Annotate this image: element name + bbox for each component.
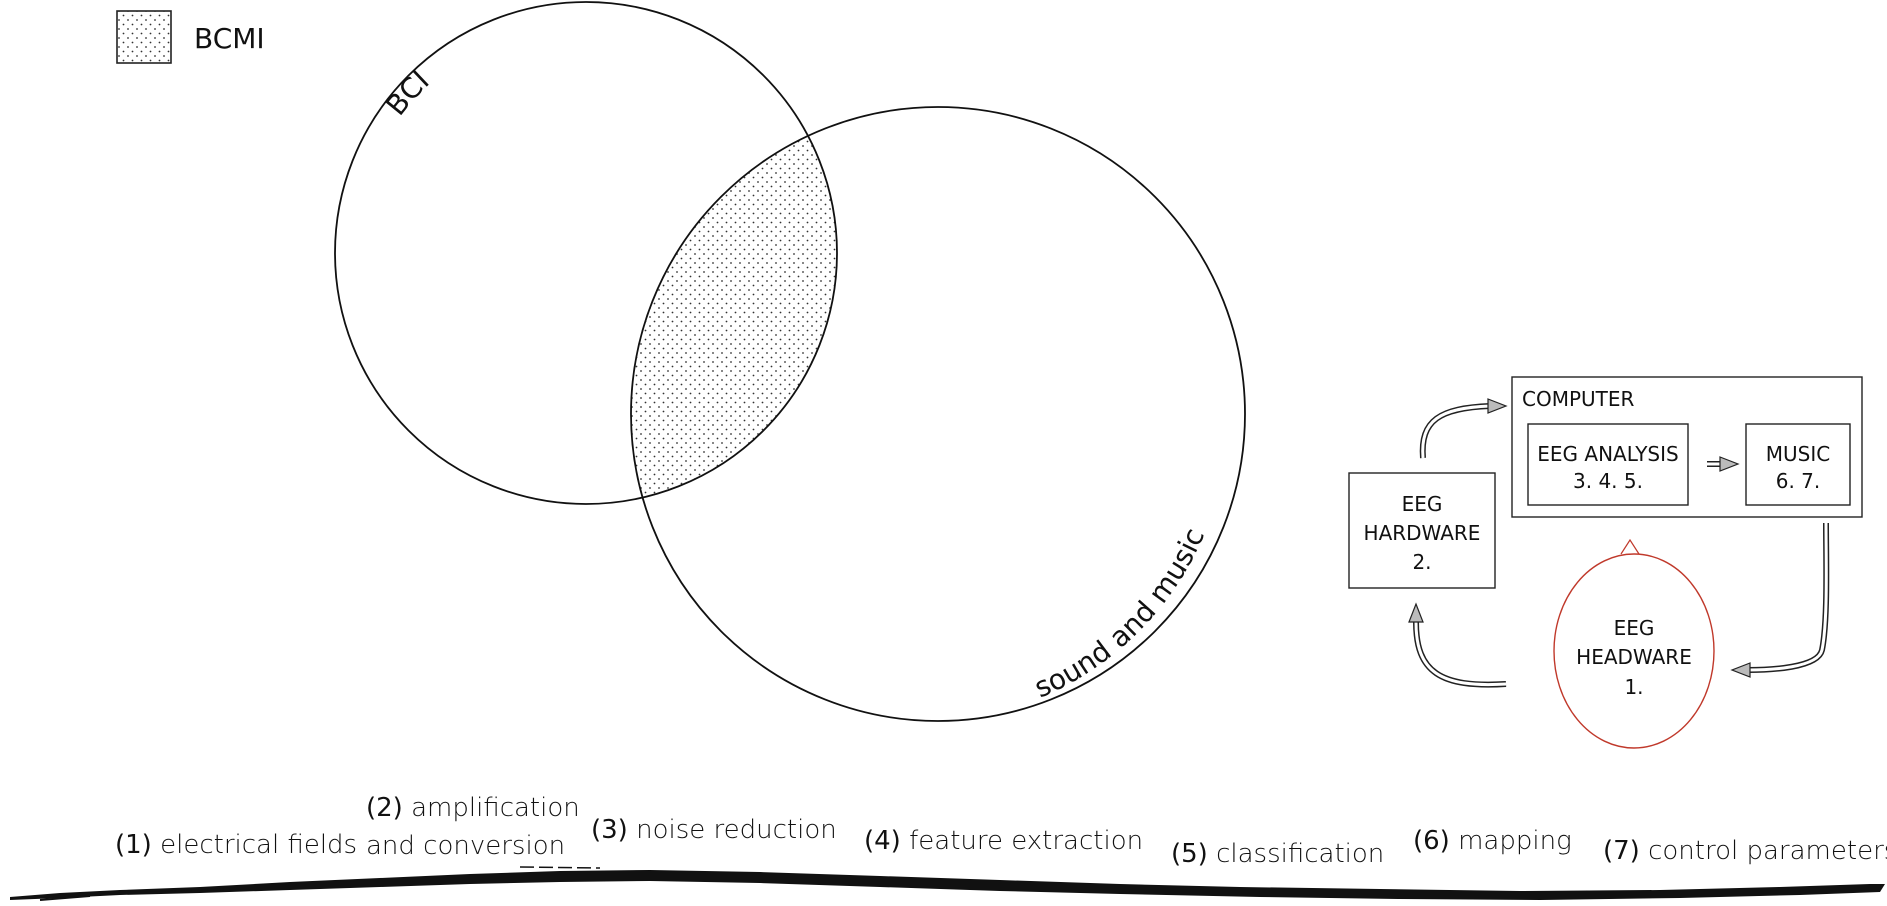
- step-2: (2) amplification and conversion: [366, 789, 580, 865]
- eeg-headware-line3: 1.: [1624, 675, 1643, 699]
- arrow-headware-to-hardware: [1408, 602, 1507, 688]
- step-4-number: (4): [864, 826, 901, 856]
- venn-intersection-fill: [631, 107, 837, 504]
- step-2-text-line2: and conversion: [366, 831, 566, 861]
- arrow-analysis-to-music: [1707, 456, 1740, 472]
- step-7-text: control parameters: [1648, 836, 1887, 866]
- step-6-number: (6): [1413, 826, 1450, 856]
- step-2-number: (2): [366, 793, 403, 823]
- step-4-text: feature extraction: [909, 826, 1144, 856]
- legend-label: BCMI: [194, 22, 265, 55]
- arrow-hardware-to-computer: [1419, 398, 1508, 459]
- venn-circle-bci: [334, 1, 838, 505]
- eeg-analysis-box: [1527, 423, 1689, 506]
- eeg-hardware-box: [1348, 472, 1496, 589]
- flow-diagram: COMPUTER EEG ANALYSIS 3. 4. 5. MUSIC 6. …: [1348, 376, 1863, 749]
- computer-title: COMPUTER: [1522, 387, 1635, 411]
- step-6-text: mapping: [1458, 826, 1572, 856]
- computer-box: [1511, 376, 1863, 518]
- step-7: (7) control parameters: [1603, 832, 1887, 870]
- legend: BCMI: [116, 10, 265, 64]
- step-2-text: amplification: [411, 793, 580, 823]
- eeg-analysis-label: EEG ANALYSIS: [1537, 442, 1678, 466]
- step-6: (6) mapping: [1413, 822, 1572, 860]
- step-7-number: (7): [1603, 836, 1640, 866]
- music-label: MUSIC: [1766, 442, 1830, 466]
- music-steps: 6. 7.: [1776, 469, 1821, 493]
- eeg-hardware-line2: HARDWARE: [1364, 521, 1481, 545]
- venn-circle-sound-and-music: [630, 106, 1246, 722]
- eeg-hardware-line3: 2.: [1412, 550, 1431, 574]
- step-3-number: (3): [591, 815, 628, 845]
- step-3-text: noise reduction: [636, 815, 837, 845]
- step-1: (1) electrical fields: [115, 826, 357, 864]
- step-5: (5) classification: [1171, 835, 1384, 873]
- step-4: (4) feature extraction: [864, 822, 1143, 860]
- timeline-brushstroke: [10, 866, 1885, 901]
- eeg-headware-line2: HEADWARE: [1576, 645, 1692, 669]
- venn-diagram: BCI sound and music: [334, 1, 1246, 722]
- step-1-number: (1): [115, 830, 152, 860]
- eeg-analysis-steps: 3. 4. 5.: [1573, 469, 1643, 493]
- eeg-headware-outline: [1553, 553, 1715, 749]
- music-box: [1745, 423, 1851, 506]
- venn-label-bci: BCI: [379, 64, 435, 122]
- step-1-text: electrical fields: [160, 830, 358, 860]
- venn-label-sound-and-music: sound and music: [1029, 523, 1211, 704]
- step-3: (3) noise reduction: [591, 811, 837, 849]
- legend-swatch: [116, 10, 172, 64]
- eeg-hardware-line1: EEG: [1402, 492, 1443, 516]
- eeg-headware-nose: [1620, 538, 1640, 555]
- eeg-headware-line1: EEG: [1614, 616, 1655, 640]
- step-5-number: (5): [1171, 839, 1208, 869]
- arrow-computer-to-headware: [1730, 522, 1830, 678]
- step-5-text: classification: [1216, 839, 1385, 869]
